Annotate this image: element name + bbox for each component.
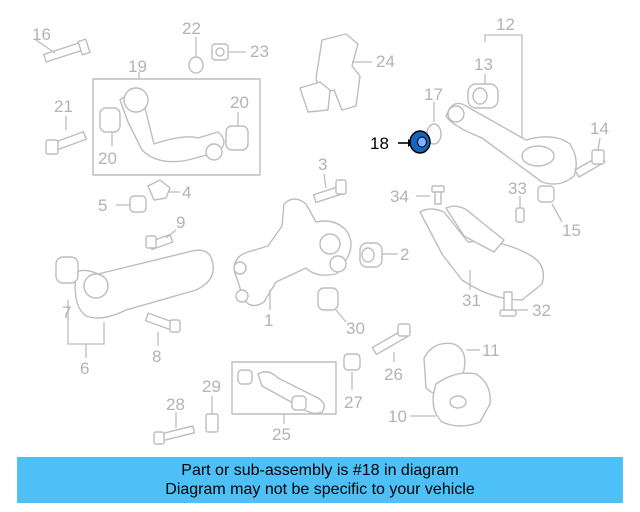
part-26-bolt[interactable] xyxy=(371,323,411,362)
part-25-link-assembly-box[interactable] xyxy=(231,361,337,424)
part-9-bolt[interactable] xyxy=(145,229,177,251)
callout-1: 1 xyxy=(264,311,273,330)
part-13-bushing[interactable] xyxy=(467,74,499,109)
part-19-arm-assembly-box[interactable] xyxy=(92,72,261,176)
banner-line-part-info: Part or sub-assembly is #18 in diagram xyxy=(181,462,459,479)
callout-7: 7 xyxy=(62,303,71,322)
callout-8: 8 xyxy=(152,347,161,366)
callout-25: 25 xyxy=(272,425,291,444)
callout-5: 5 xyxy=(98,196,107,215)
callout-29: 29 xyxy=(202,377,221,396)
part-31-shield[interactable] xyxy=(419,205,545,301)
part-34-bolt[interactable] xyxy=(416,185,445,205)
callout-21: 21 xyxy=(54,97,73,116)
part-5-nut[interactable] xyxy=(116,195,147,213)
callout-4: 4 xyxy=(182,183,191,202)
callout-23: 23 xyxy=(250,42,269,61)
callout-31: 31 xyxy=(462,291,481,310)
part-27-nut[interactable] xyxy=(343,353,361,390)
part-2-bushing[interactable] xyxy=(359,242,398,268)
callout-30: 30 xyxy=(346,319,365,338)
part-16-bolt[interactable] xyxy=(35,38,91,63)
callout-28: 28 xyxy=(166,395,185,414)
callout-33: 33 xyxy=(508,179,527,198)
callout-24: 24 xyxy=(376,52,395,71)
callout-17: 17 xyxy=(424,85,443,104)
part-14-bolt[interactable] xyxy=(574,137,606,178)
callout-14: 14 xyxy=(590,119,609,138)
callout-12: 12 xyxy=(496,15,515,34)
callout-16: 16 xyxy=(32,25,51,44)
callout-15: 15 xyxy=(562,221,581,240)
callout-10: 10 xyxy=(388,407,407,426)
info-banner: Part or sub-assembly is #18 in diagram D… xyxy=(17,457,623,503)
part-30-bushing[interactable] xyxy=(317,287,347,323)
callout-20-bottom: 20 xyxy=(98,149,117,168)
part-6-trailing-arm[interactable] xyxy=(55,249,214,358)
callout-9: 9 xyxy=(176,213,185,232)
part-10-bracket[interactable] xyxy=(410,372,491,427)
exploded-parts-diagram: 16 22 23 19 24 12 13 17 21 20 20 18 14 3… xyxy=(32,15,609,445)
part-3-bolt[interactable] xyxy=(312,173,347,204)
part-24-bracket[interactable] xyxy=(299,33,372,113)
part-28-bolt[interactable] xyxy=(153,412,196,445)
callout-22: 22 xyxy=(182,19,201,38)
callout-27: 27 xyxy=(344,393,363,412)
part-32-bolt[interactable] xyxy=(499,291,528,317)
callout-2: 2 xyxy=(400,245,409,264)
banner-line-disclaimer: Diagram may not be specific to your vehi… xyxy=(165,481,475,498)
part-22-ring[interactable] xyxy=(188,37,204,74)
callout-19: 19 xyxy=(128,57,147,76)
callout-20-top: 20 xyxy=(230,93,249,112)
callout-6: 6 xyxy=(80,359,89,378)
part-12-lower-arm[interactable] xyxy=(445,34,577,185)
part-8-bolt[interactable] xyxy=(144,312,181,346)
part-15-nut[interactable] xyxy=(537,185,563,223)
part-4-plate[interactable] xyxy=(147,179,180,201)
callout-18-highlighted: 18 xyxy=(370,134,389,153)
part-21-bolt[interactable] xyxy=(45,116,87,155)
callout-26: 26 xyxy=(384,365,403,384)
part-29-clip[interactable] xyxy=(205,396,219,433)
part-23-nut[interactable] xyxy=(211,43,246,61)
callout-32: 32 xyxy=(532,301,551,320)
callout-3: 3 xyxy=(318,155,327,174)
part-18-nut-highlighted[interactable] xyxy=(398,130,431,154)
callout-11: 11 xyxy=(482,341,500,360)
part-33-stud[interactable] xyxy=(515,196,525,223)
callout-13: 13 xyxy=(474,55,493,74)
callout-34: 34 xyxy=(390,187,409,206)
part-1-knuckle[interactable] xyxy=(233,198,352,310)
